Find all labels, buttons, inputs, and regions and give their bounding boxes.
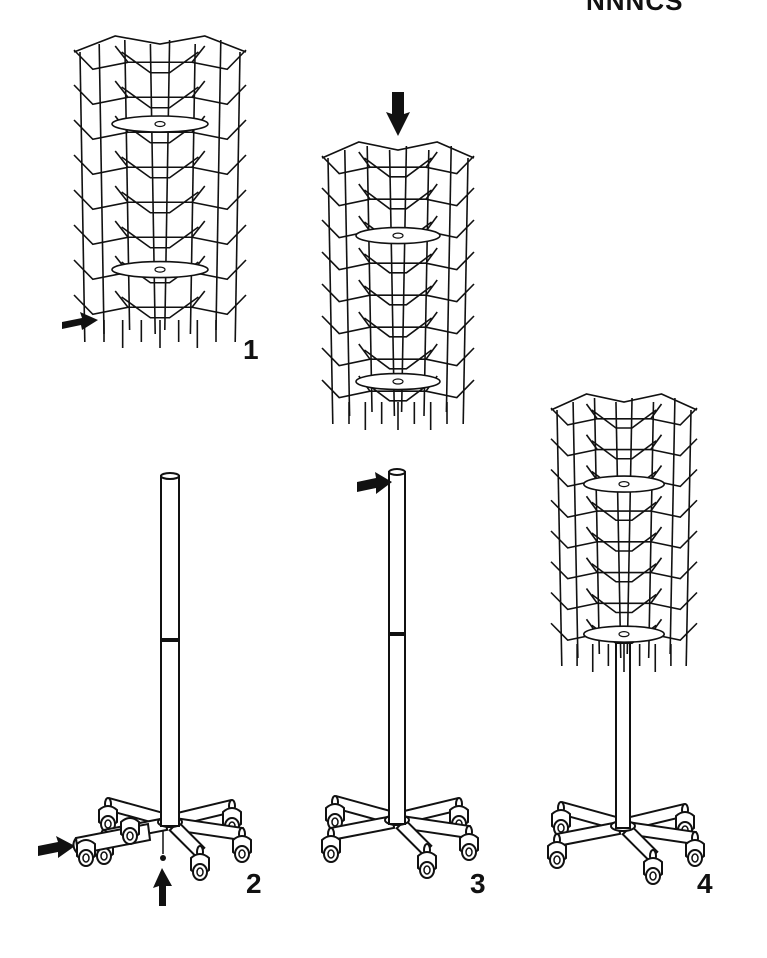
step-number-2: 2 xyxy=(246,868,262,899)
step1-arrow-right-icon xyxy=(62,312,98,330)
clipped-header-text: NNNCS xyxy=(586,0,684,16)
step-number-3: 3 xyxy=(470,868,486,899)
step4-assembled-stand xyxy=(547,639,705,885)
step3-wire-rack xyxy=(321,141,475,430)
step-number-4: 4 xyxy=(697,868,713,899)
step3-stand xyxy=(321,468,479,879)
step3-arrow-down-icon xyxy=(386,92,410,136)
step-number-1: 1 xyxy=(243,334,259,365)
step1-wire-rack xyxy=(73,35,247,348)
step2-arrow-right-icon xyxy=(38,836,75,858)
step2-stand xyxy=(72,472,252,881)
step3-arrow-right-icon xyxy=(357,472,392,494)
step2-arrow-up-icon xyxy=(153,868,172,906)
step4-wire-rack xyxy=(550,393,698,672)
